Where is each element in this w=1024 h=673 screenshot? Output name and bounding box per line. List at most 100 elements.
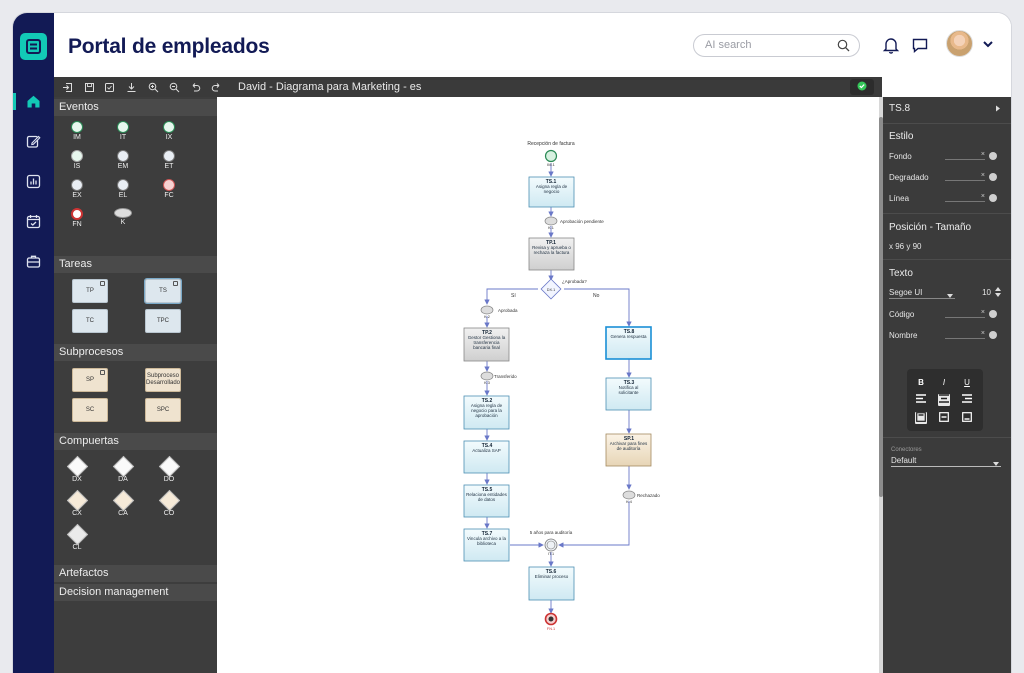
search-input[interactable] [705, 39, 825, 51]
valign-middle-icon[interactable] [938, 412, 950, 424]
briefcase-icon[interactable] [24, 252, 43, 271]
stepper-icon[interactable] [995, 287, 1001, 299]
gateway-cx[interactable]: CX [62, 489, 92, 517]
milestone-k2[interactable] [480, 305, 494, 315]
start-event[interactable] [544, 149, 558, 163]
valign-top-icon[interactable] [915, 412, 927, 424]
gateway-cl[interactable]: CL [62, 523, 92, 551]
redo-icon[interactable] [209, 80, 223, 94]
bell-icon[interactable] [882, 36, 900, 54]
download-icon[interactable] [124, 80, 138, 94]
valign-bottom-icon[interactable] [961, 412, 973, 424]
zoom-out-icon[interactable] [167, 80, 181, 94]
save-icon[interactable] [82, 80, 96, 94]
task-ts5[interactable]: TS.5 Relaciona entidades de datos [463, 484, 510, 518]
gateway-dx1[interactable] [540, 278, 562, 300]
event-ix[interactable]: IX [156, 121, 182, 141]
font-size-stepper[interactable]: 10 [971, 288, 991, 299]
align-center-icon[interactable] [938, 394, 950, 406]
section-tareas[interactable]: Tareas [54, 256, 217, 273]
event-em[interactable]: EM [110, 150, 136, 170]
bold-button[interactable]: B [918, 378, 924, 387]
gateway-do[interactable]: DO [154, 455, 184, 483]
section-artefactos[interactable]: Artefactos [54, 565, 217, 582]
event-it[interactable]: IT [110, 121, 136, 141]
exit-icon[interactable] [60, 80, 74, 94]
task-ts4[interactable]: TS.4 Actualiza SAP [463, 440, 510, 474]
font-select[interactable]: Segoe UI [889, 288, 955, 299]
task-ts8[interactable]: TS.8 Genera respuesta [605, 326, 652, 360]
align-right-icon[interactable] [961, 394, 973, 406]
gateway-ca[interactable]: CA [108, 489, 138, 517]
task-ts[interactable]: TS [144, 278, 182, 304]
gateway-dx[interactable]: DX [62, 455, 92, 483]
subprocess-sp1[interactable]: SP.1 Archivar para fines de auditoría [605, 433, 652, 467]
palette-icon[interactable] [989, 173, 997, 181]
palette-icon[interactable] [989, 331, 997, 339]
task-tpc[interactable]: TPC [145, 309, 181, 333]
section-compuertas[interactable]: Compuertas [54, 433, 217, 450]
search-box[interactable] [693, 34, 860, 57]
milestone-k1[interactable] [544, 216, 558, 226]
milestone-k4[interactable] [622, 490, 636, 500]
event-label: EL [118, 192, 128, 199]
expand-arrow-icon[interactable] [995, 105, 1001, 114]
chart-icon[interactable] [24, 172, 43, 191]
task-ts7[interactable]: TS.7 Vincula archivo a la biblioteca [463, 528, 510, 562]
linea-field[interactable]: × [945, 193, 985, 202]
nombre-field[interactable]: × [945, 330, 985, 339]
task-ts2[interactable]: TS.2 Asigna regla de negocio para la apr… [463, 395, 510, 430]
degradado-field[interactable]: × [945, 172, 985, 181]
zoom-in-icon[interactable] [146, 80, 160, 94]
task-ts6[interactable]: TS.6 Eliminar proceso [528, 566, 575, 601]
milestone-k3[interactable] [480, 371, 494, 381]
undo-icon[interactable] [188, 80, 202, 94]
connectors-select[interactable]: Default [891, 456, 1001, 467]
palette-icon[interactable] [989, 194, 997, 202]
edit-icon[interactable] [24, 132, 43, 151]
event-is[interactable]: IS [64, 150, 90, 170]
event-k[interactable]: K [110, 208, 136, 226]
task-ts3[interactable]: TS.3 Notifica al solicitante [605, 377, 652, 411]
subprocess-spc[interactable]: SPC [145, 398, 181, 422]
gateway-co[interactable]: CO [154, 489, 184, 517]
end-event-id: FN.1 [547, 627, 555, 631]
home-icon[interactable] [24, 92, 43, 111]
section-decision-management[interactable]: Decision management [54, 584, 217, 601]
chat-icon[interactable] [911, 36, 929, 54]
gateway-da[interactable]: DA [108, 455, 138, 483]
codigo-field[interactable]: × [945, 309, 985, 318]
task-tp2[interactable]: TP.2 Gestor Gestiona la transferencia ba… [463, 327, 510, 362]
subprocess-sp[interactable]: SP [72, 368, 108, 392]
search-icon[interactable] [837, 39, 850, 57]
diagram-canvas[interactable]: Recepción de factura IM.1 TS.1 Asigna re… [217, 97, 879, 673]
publish-icon[interactable] [102, 80, 116, 94]
scrollbar-thumb[interactable] [879, 117, 883, 497]
subprocess-sc[interactable]: SC [72, 398, 108, 422]
event-et[interactable]: ET [156, 150, 182, 170]
section-subprocesos[interactable]: Subprocesos [54, 344, 217, 361]
underline-button[interactable]: U [964, 378, 970, 387]
task-ts1[interactable]: TS.1 Asigna regla de negocio [528, 176, 575, 208]
event-fn[interactable]: FN [64, 208, 90, 228]
task-tp[interactable]: TP [72, 279, 108, 303]
section-eventos[interactable]: Eventos [54, 99, 217, 116]
avatar[interactable] [946, 30, 973, 57]
palette-icon[interactable] [989, 310, 997, 318]
calendar-check-icon[interactable] [24, 212, 43, 231]
palette-icon[interactable] [989, 152, 997, 160]
app-logo-icon[interactable] [20, 33, 47, 60]
align-left-icon[interactable] [915, 394, 927, 406]
subprocess-developed[interactable]: Subproceso Desarrollado [145, 368, 181, 392]
event-im[interactable]: IM [64, 121, 90, 141]
event-ex[interactable]: EX [64, 179, 90, 199]
italic-button[interactable]: I [942, 378, 946, 387]
chevron-down-icon[interactable] [982, 37, 994, 55]
task-tc[interactable]: TC [72, 309, 108, 333]
task-tp1[interactable]: TP.1 Revisa y aprueba o rechaza la factu… [528, 237, 575, 271]
canvas-scrollbar[interactable] [879, 97, 883, 673]
fondo-field[interactable]: × [945, 151, 985, 160]
event-fc[interactable]: FC [156, 179, 182, 199]
event-label: ET [164, 163, 174, 170]
event-el[interactable]: EL [110, 179, 136, 199]
